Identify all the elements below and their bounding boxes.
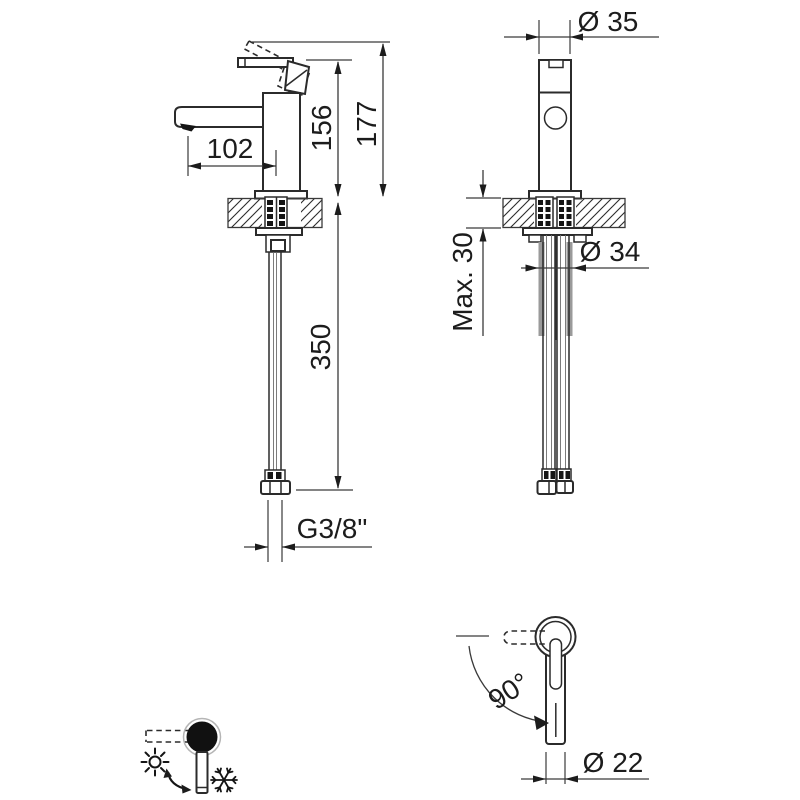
handle-position-dashed: [145, 729, 189, 743]
dim-spout-reach-label: 102: [207, 133, 254, 164]
dim-spout-reach: 102: [187, 133, 277, 176]
dim-shank-diameter-label: Ø 34: [580, 236, 641, 267]
dim-body-diameter-label: Ø 35: [578, 6, 639, 37]
dim-swivel-angle: 90°: [456, 635, 549, 730]
dim-body-diameter: Ø 35: [504, 6, 659, 54]
deck-hatch-left: [503, 198, 534, 228]
dim-spout-height-label: 156: [306, 105, 337, 152]
supply-fitting: [265, 234, 291, 253]
dim-swivel-angle-label: 90°: [483, 667, 535, 716]
lock-washer: [255, 227, 303, 236]
washer-tab-right: [573, 234, 587, 243]
hose-collars-front: [541, 468, 572, 482]
countertop-section: [227, 197, 323, 229]
snowflake-icon: [210, 767, 238, 793]
hose-collar: [264, 469, 286, 482]
deck-hatch-right: [301, 198, 322, 228]
threaded-studs-front: [535, 196, 575, 229]
body-hole: [543, 106, 568, 130]
dim-spout-diameter-label: Ø 22: [583, 747, 644, 778]
washer-tab-left: [528, 234, 542, 243]
dim-shank-diameter: Ø 34: [521, 236, 649, 272]
sun-icon: [140, 747, 170, 777]
deck-hatch-right: [576, 198, 625, 228]
supply-hose: [268, 252, 282, 470]
faucet-body-front: [538, 59, 572, 193]
dim-spout-diameter: Ø 22: [521, 747, 649, 784]
spout-aerator: [180, 123, 196, 132]
handle-cover: [283, 59, 311, 96]
rotation-arrow: [163, 768, 192, 794]
dim-max-deck-thickness-label: Max. 30: [447, 232, 478, 332]
hose-nut: [260, 480, 291, 495]
lock-washer-front: [522, 227, 593, 236]
side-view: 102 156 177 350: [174, 40, 390, 562]
shank-sleeve-left: [538, 242, 545, 336]
dim-total-height: 177: [252, 41, 390, 197]
mixing-diagram: [140, 717, 238, 794]
dim-hose-length-label: 350: [305, 324, 336, 371]
hose-nuts-front: [536, 480, 574, 495]
deck-hatch-left: [228, 198, 262, 228]
spout: [174, 106, 264, 132]
handle-stem: [195, 751, 209, 794]
dim-total-height-label: 177: [351, 101, 382, 148]
dim-spout-height: 156: [306, 59, 352, 197]
dim-max-deck-thickness: Max. 30: [447, 170, 501, 336]
top-view: 90° Ø 22: [456, 616, 649, 784]
front-view: Ø 35: [447, 6, 659, 495]
threaded-stud: [264, 196, 288, 229]
knob: [186, 721, 218, 753]
faucet-body: [262, 92, 301, 193]
handle-lever: [237, 57, 294, 68]
dim-hose-length: 350: [296, 202, 353, 491]
handle-lever-front: [548, 59, 564, 69]
dim-thread: G3/8": [244, 500, 372, 562]
spout-slot: [549, 638, 563, 690]
dim-thread-label: G3/8": [297, 513, 368, 544]
supply-hoses-front: [542, 235, 570, 469]
